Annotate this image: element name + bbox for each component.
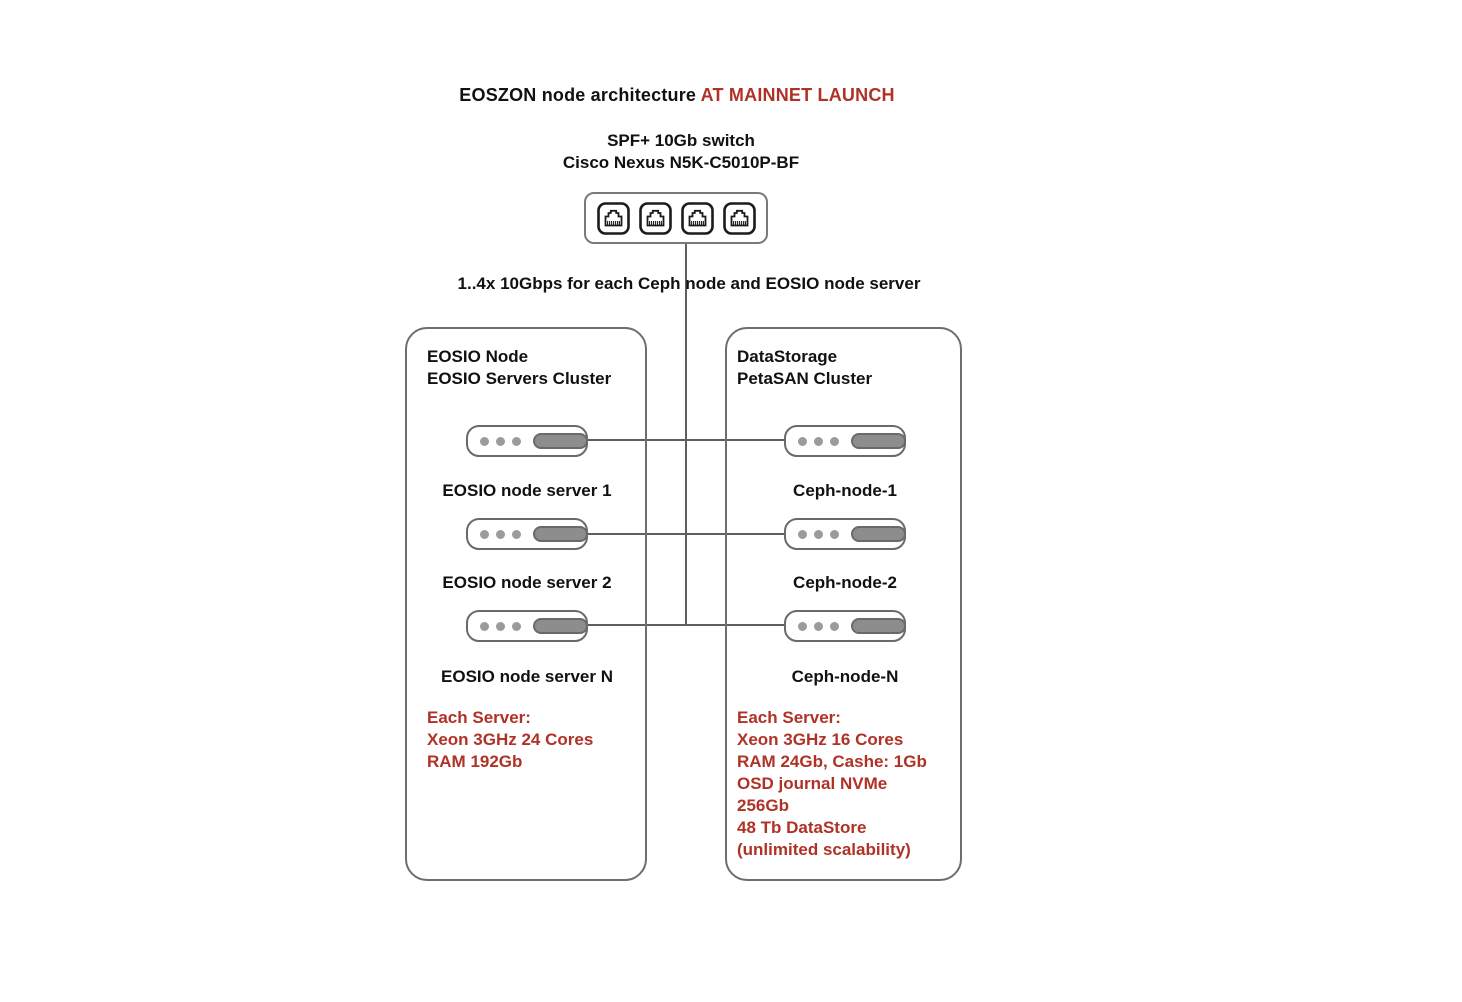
- server-led-dot: [798, 621, 807, 631]
- server-led-dot: [814, 436, 823, 446]
- page-title-highlight: AT MAINNET LAUNCH: [700, 85, 895, 105]
- spec-line: Each Server:: [737, 708, 841, 727]
- server-led-dot: [512, 436, 521, 446]
- server-icon: [784, 610, 906, 642]
- eosio-cluster-box: [405, 327, 647, 881]
- petasan-cluster-box: [725, 327, 962, 881]
- spec-line: 48 Tb DataStore: [737, 818, 867, 837]
- spec-line: Each Server:: [427, 708, 531, 727]
- server-led-dot: [830, 436, 839, 446]
- server-icon: [466, 518, 588, 550]
- ceph-server-specs: Each Server: Xeon 3GHz 16 Cores RAM 24Gb…: [737, 707, 952, 861]
- server-led-dot: [480, 621, 489, 631]
- server-led-dot: [496, 529, 505, 539]
- switch-label-line2: Cisco Nexus N5K-C5010P-BF: [562, 153, 800, 172]
- node-link-line-3: [586, 624, 786, 626]
- switch-label-line1: SPF+ 10Gb switch: [607, 131, 755, 150]
- petasan-cluster-title-line1: DataStorage: [737, 347, 838, 366]
- node-label-eosio-n: EOSIO node server N: [441, 667, 613, 686]
- server-icon: [784, 425, 906, 457]
- server-led-dot: [496, 436, 505, 446]
- eosio-cluster-title-line2: EOSIO Servers Cluster: [427, 369, 612, 388]
- spec-line: RAM 24Gb, Cashe: 1Gb: [737, 752, 927, 771]
- network-switch: [584, 192, 768, 244]
- server-drive-bay: [851, 433, 906, 449]
- server-led-dot: [496, 621, 505, 631]
- ethernet-port-icon: [680, 201, 714, 235]
- server-led-dot: [814, 621, 823, 631]
- node-label-eosio-1: EOSIO node server 1: [442, 481, 612, 500]
- page-title-main: EOSZON node architecture: [459, 85, 701, 105]
- server-drive-bay: [533, 433, 588, 449]
- switch-trunk-line: [685, 244, 687, 626]
- eosio-cluster-title-line1: EOSIO Node: [427, 347, 529, 366]
- node-label-ceph-2: Ceph-node-2: [793, 573, 897, 592]
- server-led-dot: [830, 621, 839, 631]
- node-label-eosio-2: EOSIO node server 2: [442, 573, 612, 592]
- server-drive-bay: [851, 618, 906, 634]
- spec-line: Xeon 3GHz 16 Cores: [737, 730, 904, 749]
- server-led-dot: [814, 529, 823, 539]
- node-link-line-1: [586, 439, 786, 441]
- server-drive-bay: [533, 618, 588, 634]
- node-label-ceph-1: Ceph-node-1: [793, 481, 897, 500]
- spec-line: OSD journal NVMe: [737, 774, 888, 793]
- eosio-server-specs: Each Server: Xeon 3GHz 24 Cores RAM 192G…: [427, 707, 637, 773]
- spec-line: RAM 192Gb: [427, 752, 523, 771]
- server-led-dot: [798, 529, 807, 539]
- spec-line: Xeon 3GHz 24 Cores: [427, 730, 594, 749]
- switch-label: SPF+ 10Gb switch Cisco Nexus N5K-C5010P-…: [431, 130, 931, 174]
- page-title: EOSZON node architecture AT MAINNET LAUN…: [377, 85, 977, 106]
- server-icon: [784, 518, 906, 550]
- spec-line: (unlimited scalability): [737, 840, 911, 859]
- server-led-dot: [512, 529, 521, 539]
- server-led-dot: [512, 621, 521, 631]
- petasan-cluster-title: DataStorage PetaSAN Cluster: [737, 346, 872, 390]
- server-led-dot: [798, 436, 807, 446]
- spec-line: 256Gb: [737, 796, 789, 815]
- node-label-ceph-n: Ceph-node-N: [791, 667, 899, 686]
- node-link-line-2: [586, 533, 786, 535]
- eosio-cluster-title: EOSIO Node EOSIO Servers Cluster: [427, 346, 611, 390]
- ethernet-port-icon: [638, 201, 672, 235]
- server-icon: [466, 610, 588, 642]
- server-icon: [466, 425, 588, 457]
- ethernet-port-icon: [722, 201, 756, 235]
- petasan-cluster-title-line2: PetaSAN Cluster: [737, 369, 873, 388]
- server-led-dot: [480, 436, 489, 446]
- server-led-dot: [830, 529, 839, 539]
- ethernet-port-icon: [596, 201, 630, 235]
- server-drive-bay: [851, 526, 906, 542]
- server-led-dot: [480, 529, 489, 539]
- server-drive-bay: [533, 526, 588, 542]
- uplink-note: 1..4x 10Gbps for each Ceph node and EOSI…: [457, 274, 921, 293]
